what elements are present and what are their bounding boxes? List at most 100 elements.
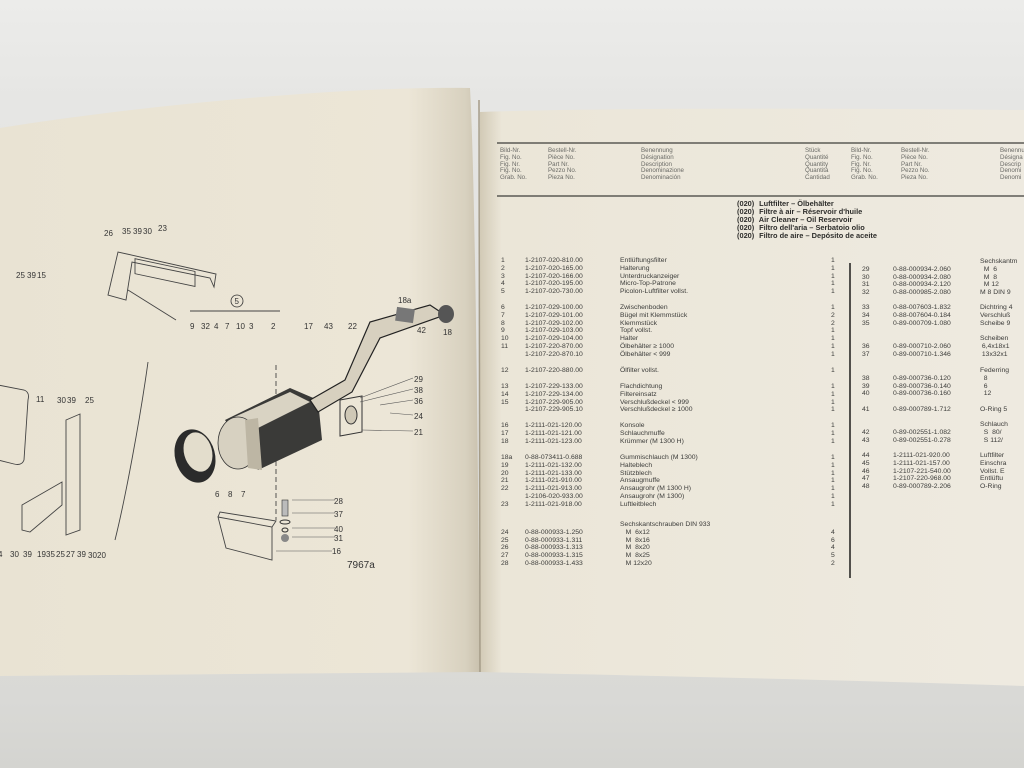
header-label: Désigna (1000, 153, 1023, 161)
group-marker-circle (230, 294, 244, 308)
fig-no: 28 (501, 559, 509, 567)
fig-no: 39 (862, 382, 870, 390)
intake-flange (339, 395, 363, 437)
section-text: Filtre à air – Réservoir d'huile (759, 207, 863, 216)
quantity: 6 (831, 536, 835, 544)
part-no: 0-88-007604-0.184 (893, 311, 951, 319)
fig-no: 2 (501, 264, 505, 272)
description: Dichtring 4 (980, 304, 1013, 311)
header-label: Pezzo No. (548, 167, 577, 175)
quantity: 1 (831, 288, 835, 296)
callout: 24 (414, 412, 423, 421)
parts-row: Sechskantm (850, 258, 1024, 266)
header-part-no: Bestell-Nr.Pièce No.Part Nr.Pezzo No.Pie… (548, 147, 577, 182)
description: O-Ring 5 (980, 406, 1008, 413)
part-no: 0-88-000933-1.433 (525, 559, 583, 567)
header-label: Fig. No. (500, 153, 522, 161)
description: S 112/ (980, 436, 1003, 444)
callout: 17 (304, 322, 313, 331)
callout: 2 (271, 322, 276, 331)
fig-no: 35 (862, 319, 870, 327)
quantity: 1 (831, 264, 835, 272)
callout: 11 (36, 395, 45, 404)
exploded-diagram: 5 26 35 39 30 23 25 39 15 9 32 4 7 10 3 … (0, 224, 454, 571)
header-label: Pièce No. (548, 153, 575, 161)
fig-no: 11 (501, 342, 509, 350)
header-label: Part Nr. (548, 160, 569, 168)
part-no: 1-2107-220-968.00 (893, 475, 951, 483)
part-no: 1-2111-021-918.00 (525, 500, 582, 508)
quantity: 1 (831, 469, 835, 477)
callout: 30 (57, 396, 66, 405)
air-guide-plate (107, 251, 217, 301)
description: M 8x16 (620, 536, 650, 544)
fig-no: 37 (862, 350, 870, 358)
description: M 6 (980, 265, 997, 273)
part-no: 0-89-000736-0.140 (893, 382, 951, 390)
fig-no: 14 (501, 390, 509, 398)
description: S 80/ (980, 428, 1002, 436)
description: Scheibe 9 (980, 319, 1011, 327)
description: M 12x20 (620, 559, 652, 567)
quantity: 1 (831, 350, 835, 358)
header-label: Bestell-Nr. (901, 147, 930, 154)
header-label: Denominazione (641, 167, 684, 175)
drawing-number: 7967a (347, 560, 375, 571)
part-no: 1-2107-229-905.10 (525, 406, 583, 414)
callout: 39 (67, 396, 76, 405)
description: 6 (980, 382, 988, 390)
part-no: 1-2107-229-133.00 (525, 383, 583, 390)
part-no: 1-2107-020-165.00 (525, 264, 583, 272)
section-code: (020) (737, 223, 755, 232)
header-label: Fig. No. (851, 167, 873, 175)
header-label: Grab. No. (851, 174, 878, 182)
callout: 16 (332, 547, 341, 556)
quantity: 1 (831, 280, 835, 288)
quantity: 1 (831, 461, 835, 469)
quantity: 1 (831, 390, 835, 398)
callout: 18a (398, 296, 412, 305)
section-title: (020) Filtre à air – Réservoir d'huile (737, 208, 877, 216)
part-no: 1-2107-029-103.00 (525, 327, 583, 335)
part-no: 0-89-000710-1.346 (893, 350, 951, 358)
part-no: 0-89-000789-1.712 (893, 406, 951, 413)
quantity: 1 (831, 477, 835, 485)
quantity: 1 (831, 492, 835, 500)
quantity: 1 (831, 406, 835, 414)
fig-no: 20 (501, 469, 509, 477)
fig-no: 10 (501, 335, 509, 343)
part-no: 0-88-000933-1.250 (525, 528, 583, 536)
parts-row: Schlauch (850, 421, 1024, 429)
part-no: 1-2107-220-880.00 (525, 367, 583, 374)
description: M 8 DIN 9 (980, 289, 1011, 297)
fig-no: 42 (862, 428, 870, 436)
callout: 30 (143, 227, 152, 236)
part-no: 1-2107-220-870.00 (525, 342, 583, 350)
description: Schlauchmuffe (620, 429, 665, 437)
